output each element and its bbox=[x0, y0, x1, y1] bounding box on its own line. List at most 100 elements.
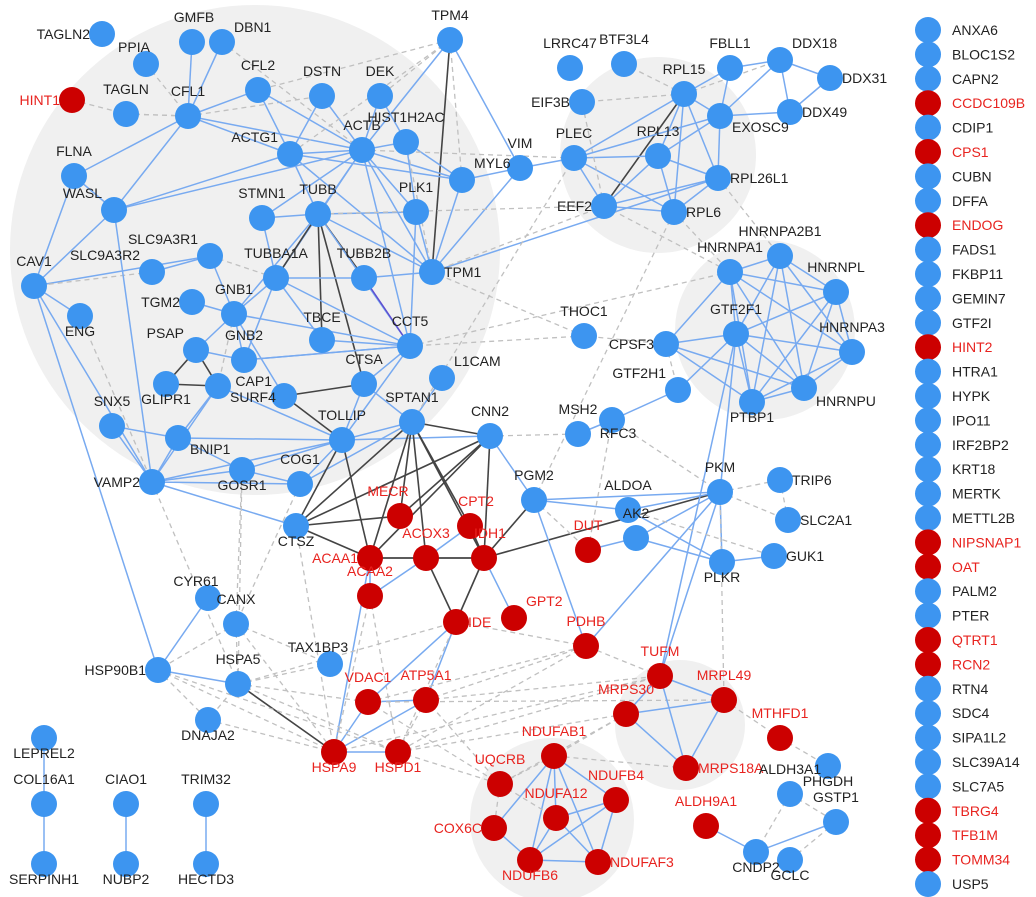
node-ddx18[interactable] bbox=[767, 47, 793, 73]
node-acaa2[interactable] bbox=[357, 583, 383, 609]
node-tpm4[interactable] bbox=[437, 27, 463, 53]
node-cndp2[interactable] bbox=[743, 839, 769, 865]
node-cyr61[interactable] bbox=[195, 585, 221, 611]
node-tubb2b[interactable] bbox=[351, 265, 377, 291]
node-glipr1[interactable] bbox=[153, 371, 179, 397]
node-tagln[interactable] bbox=[113, 101, 139, 127]
node-mthfd1[interactable] bbox=[767, 725, 793, 751]
node-gnb1[interactable] bbox=[221, 301, 247, 327]
node-ide[interactable] bbox=[443, 609, 469, 635]
node-uqcrb[interactable] bbox=[487, 771, 513, 797]
singleton-node-slc39a14[interactable] bbox=[915, 749, 941, 775]
singleton-node-slc7a5[interactable] bbox=[915, 773, 941, 800]
singleton-node-mettl2b[interactable] bbox=[915, 505, 941, 531]
node-actb[interactable] bbox=[349, 137, 375, 163]
node-hspa5[interactable] bbox=[225, 671, 251, 697]
node-vim[interactable] bbox=[507, 155, 533, 181]
node-cav1[interactable] bbox=[21, 273, 47, 299]
node-wasl[interactable] bbox=[101, 197, 127, 223]
singleton-node-hypk[interactable] bbox=[915, 383, 941, 409]
node-atp5a1[interactable] bbox=[413, 687, 439, 713]
node-rpl6[interactable] bbox=[661, 199, 687, 225]
singleton-node-dffa[interactable] bbox=[915, 187, 941, 214]
singleton-node-fads1[interactable] bbox=[915, 236, 941, 263]
node-gtf2f1[interactable] bbox=[723, 321, 749, 347]
node-gstp1[interactable] bbox=[823, 809, 849, 835]
singleton-node-usp5[interactable] bbox=[915, 871, 941, 897]
node-rfc3[interactable] bbox=[599, 407, 625, 433]
singleton-node-bloc1s2[interactable] bbox=[915, 41, 941, 68]
node-hsp90b1[interactable] bbox=[145, 657, 171, 683]
singleton-node-htra1[interactable] bbox=[915, 358, 941, 385]
node-ddx31[interactable] bbox=[817, 65, 843, 91]
node-hnrnpu[interactable] bbox=[791, 375, 817, 401]
node-cnn2[interactable] bbox=[477, 423, 503, 449]
node-btf3l4[interactable] bbox=[611, 51, 637, 77]
node-tubb[interactable] bbox=[305, 201, 331, 227]
node-actg1[interactable] bbox=[277, 141, 303, 167]
singleton-node-ccdc109b[interactable] bbox=[915, 90, 941, 117]
node-hint1[interactable] bbox=[59, 87, 85, 113]
node-ctsa[interactable] bbox=[351, 371, 377, 397]
node-ndufb4[interactable] bbox=[603, 787, 629, 813]
node-tollip[interactable] bbox=[329, 427, 355, 453]
node-dek[interactable] bbox=[367, 83, 393, 109]
node-rpl13[interactable] bbox=[645, 143, 671, 169]
node-gclc[interactable] bbox=[777, 847, 803, 873]
singleton-node-rtn4[interactable] bbox=[915, 675, 941, 702]
node-gpt2[interactable] bbox=[501, 605, 527, 631]
node-mrpl49[interactable] bbox=[711, 687, 737, 713]
node-slc2a1[interactable] bbox=[775, 507, 801, 533]
node-aldh3a1[interactable] bbox=[777, 781, 803, 807]
node-tufm[interactable] bbox=[647, 663, 673, 689]
singleton-node-nipsnap1[interactable] bbox=[915, 529, 941, 556]
singleton-node-tbrg4[interactable] bbox=[915, 797, 941, 824]
node-guk1[interactable] bbox=[761, 543, 787, 569]
node-dstn[interactable] bbox=[309, 83, 335, 109]
node-cpsf3[interactable] bbox=[653, 331, 679, 357]
node-col16a1[interactable] bbox=[31, 791, 57, 817]
node-plkr[interactable] bbox=[709, 549, 735, 575]
node-aldh9a1[interactable] bbox=[693, 813, 719, 839]
node-eng[interactable] bbox=[67, 303, 93, 329]
node-slc9a3r2[interactable] bbox=[139, 259, 165, 285]
node-hectd3[interactable] bbox=[193, 851, 219, 877]
singleton-node-sdc4[interactable] bbox=[915, 700, 941, 727]
singleton-node-fkbp11[interactable] bbox=[915, 261, 941, 287]
singleton-node-gemin7[interactable] bbox=[915, 285, 941, 312]
node-sptan1[interactable] bbox=[399, 409, 425, 435]
node-pdhb[interactable] bbox=[573, 633, 599, 659]
singleton-node-pter[interactable] bbox=[915, 602, 941, 629]
node-tbce[interactable] bbox=[309, 327, 335, 353]
singleton-node-hint2[interactable] bbox=[915, 334, 941, 361]
singleton-node-mertk[interactable] bbox=[915, 480, 941, 507]
node-ndufa12[interactable] bbox=[543, 805, 569, 831]
singleton-node-cubn[interactable] bbox=[915, 163, 941, 190]
node-tpm1[interactable] bbox=[419, 259, 445, 285]
node-cpt2[interactable] bbox=[457, 513, 483, 539]
node-cfl2[interactable] bbox=[245, 77, 271, 103]
node-hnrnpl[interactable] bbox=[823, 279, 849, 305]
node-leprel2[interactable] bbox=[31, 725, 57, 751]
node-dbn1[interactable] bbox=[209, 29, 235, 55]
node-vdac1[interactable] bbox=[355, 689, 381, 715]
node-stmn1[interactable] bbox=[249, 205, 275, 231]
singleton-node-qtrt1[interactable] bbox=[915, 627, 941, 653]
node-surf4[interactable] bbox=[205, 373, 231, 399]
singleton-node-ipo11[interactable] bbox=[915, 407, 941, 434]
singleton-node-tfb1m[interactable] bbox=[915, 822, 941, 849]
node-serpinh1[interactable] bbox=[31, 851, 57, 877]
node-canx[interactable] bbox=[223, 611, 249, 637]
node-cfl1[interactable] bbox=[175, 103, 201, 129]
node-dnaja2[interactable] bbox=[195, 707, 221, 733]
singleton-node-krt18[interactable] bbox=[915, 456, 941, 483]
singleton-node-palm2[interactable] bbox=[915, 578, 941, 605]
singleton-node-oat[interactable] bbox=[915, 553, 941, 580]
node-plk1[interactable] bbox=[403, 199, 429, 225]
node-slc9a3r1[interactable] bbox=[197, 243, 223, 269]
node-gtf2h1[interactable] bbox=[665, 377, 691, 403]
node-exosc9[interactable] bbox=[707, 103, 733, 129]
node-ppia[interactable] bbox=[133, 51, 159, 77]
node-ndufaf3[interactable] bbox=[585, 849, 611, 875]
node-rpl26l1[interactable] bbox=[705, 165, 731, 191]
